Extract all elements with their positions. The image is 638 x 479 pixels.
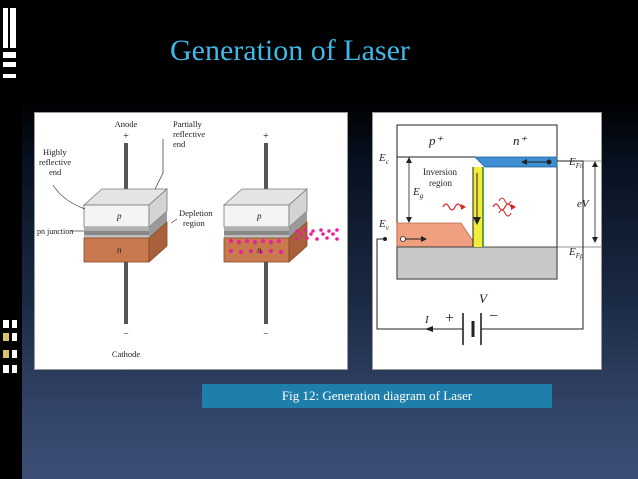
highly-reflective-label-3: end [49,167,62,177]
cathode-minus: − [123,329,129,340]
junction-layer [84,235,149,238]
inversion-region-label-1: Inversion [423,167,457,177]
photon-wave [498,197,512,205]
external-circuit [376,160,584,330]
n-side [148,221,168,263]
leader-line [170,218,178,224]
decor-mark [10,8,16,48]
partially-reflective-label-3: end [173,139,186,149]
junction-layer [84,227,149,231]
n-layer [83,237,150,263]
decor-mark [3,62,16,67]
decor-mark [3,74,16,78]
battery-minus-label: − [489,308,498,325]
depletion-region-label-1: Depletion [179,208,213,218]
decor-mark [3,320,9,328]
anode-label: Anode [115,119,138,129]
photon-wave [498,209,512,217]
laser-emission [229,228,339,254]
p-plus-label: p⁺ [428,133,444,148]
decor-mark [3,52,16,58]
junction-layer-2 [224,231,289,235]
decor-mark [12,320,17,328]
anode-lead-2 [264,143,268,193]
depletion-region-label-2: region [183,218,205,228]
junction-layer [84,231,149,235]
junction-side-2 [289,211,307,238]
cathode-minus-2: − [263,329,269,340]
laser-diode-figure: Anode + + Partially reflective end Highl… [34,112,348,370]
cathode-lead-2 [264,262,268,324]
decor-mark [3,333,9,341]
decor-mark [3,8,8,48]
anode-plus: + [123,131,129,142]
partially-reflective-label-1: Partially [173,119,203,129]
photon-wave [442,203,462,211]
n-side-2 [288,221,308,263]
pn-junction-label: pn junction [37,227,73,236]
ec-label: Ec [378,152,390,166]
inversion-region-label-2: region [429,178,452,188]
anode-plus-2: + [263,131,269,142]
eg-label: Eg [412,186,424,200]
partially-reflective-label-2: reflective [173,129,205,139]
highly-reflective-label-2: reflective [39,157,71,167]
battery-plus-label: + [445,310,454,327]
cathode-label: Cathode [112,349,141,359]
decor-mark [12,365,17,373]
left-decor-strip [0,0,22,479]
slide-title: Generation of Laser [170,34,410,67]
junction-layer-2 [224,235,289,238]
inversion-region [473,167,483,247]
valence-band-gray [396,246,558,280]
band-diagram-svg: p⁺ n⁺ Ec Ev Eg EFn EFp eV Inversion regi… [376,124,601,345]
n-label: n [117,245,122,255]
decor-mark [3,365,9,373]
n-plus-label: n⁺ [513,133,528,148]
anode-lead [124,143,128,193]
cathode-lead [124,262,128,324]
current-label: I [424,314,430,326]
leader-line [52,184,86,210]
photon-wave [492,203,512,211]
p-label: p [116,211,122,221]
highly-reflective-label-1: Highly [43,147,67,157]
band-diagram-figure: p⁺ n⁺ Ec Ev Eg EFn EFp eV Inversion regi… [372,112,602,370]
voltage-label: V [479,291,489,306]
decor-mark [12,350,17,358]
p-valence-band [396,222,478,248]
ev-label: Ev [378,218,390,232]
efn-label: EFn [568,156,584,170]
decor-mark [12,333,17,341]
n-conduction-band [474,156,558,168]
p-label-2: p [256,211,262,221]
junction-side [149,211,167,238]
decor-mark [3,350,9,358]
efp-label: EFp [568,246,584,260]
ev-voltage-label: eV [577,198,590,210]
figure-caption: Fig 12: Generation diagram of Laser [202,384,552,408]
n-label-2: n [257,245,262,255]
junction-layer-2 [224,227,289,231]
laser-diode-svg: Anode + + Partially reflective end Highl… [37,119,339,359]
leader-line [154,139,164,190]
